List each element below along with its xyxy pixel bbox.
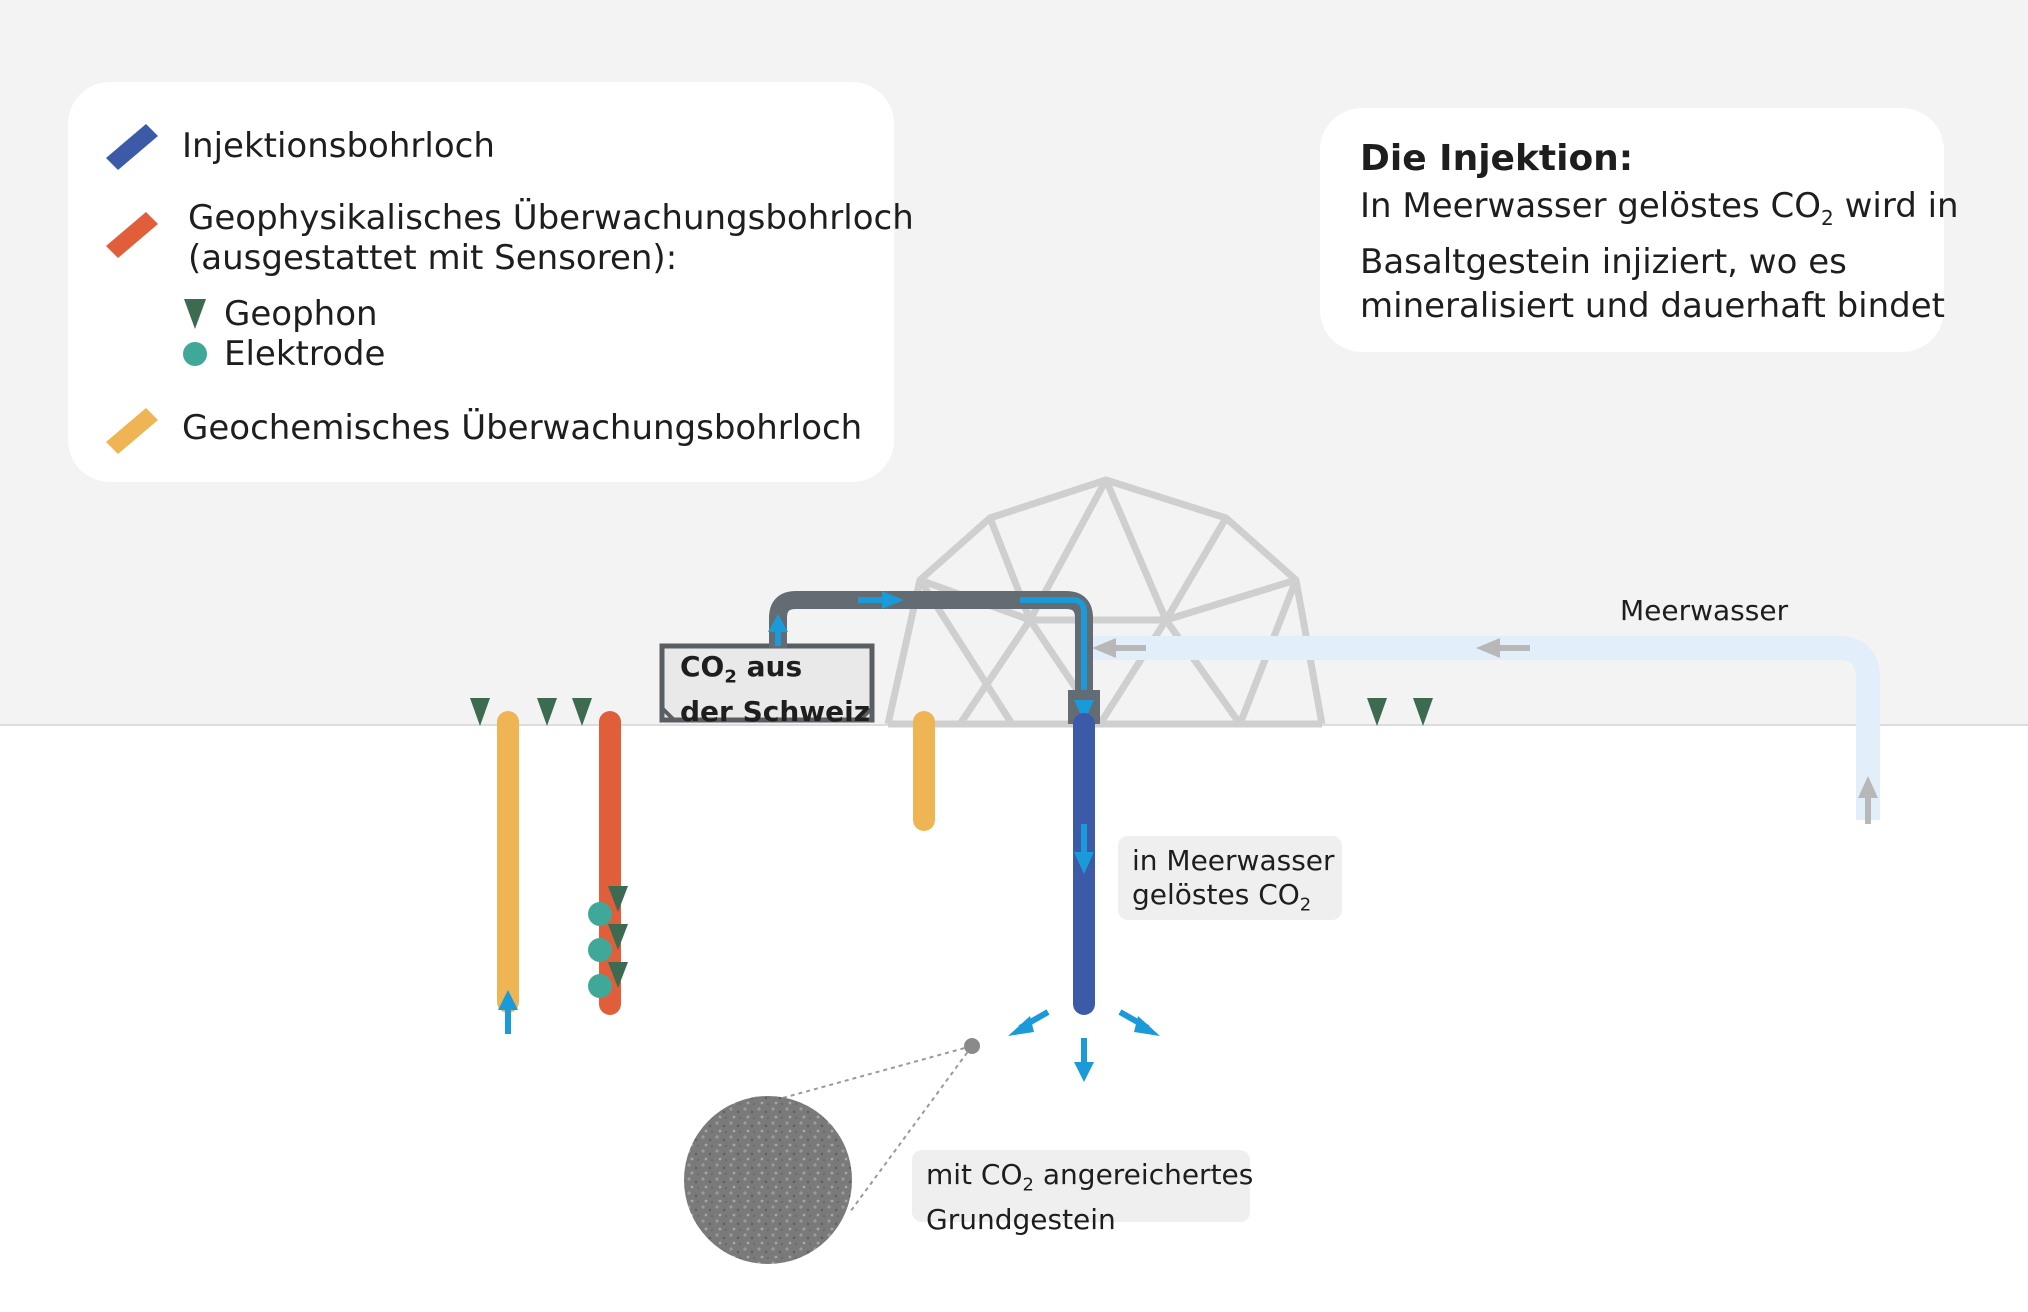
- legend-label-geophysical-well-note: (ausgestattet mit Sensoren):: [188, 238, 678, 278]
- enriched-rock-label: mit CO2 angereichertes Grundgestein: [912, 1150, 1253, 1236]
- legend-panel: Injektionsbohrloch Geophysikalisches Übe…: [68, 82, 914, 482]
- legend-label-geophysical-well: Geophysikalisches Überwachungsbohrloch: [188, 198, 914, 238]
- rock-sample: [684, 1038, 980, 1264]
- info-panel: Die Injektion: In Meerwasser gelöstes CO…: [1320, 108, 1959, 352]
- info-body: In Meerwasser gelöstes CO2 wird in Basal…: [1360, 186, 1959, 326]
- surface-geophones: [470, 698, 1433, 726]
- seawater-pipe: [1086, 636, 1880, 820]
- seawater-label: Meerwasser: [1620, 594, 1789, 627]
- legend-item-geophone: Geophon: [180, 294, 378, 334]
- geochemical-well-swatch-icon: [106, 408, 158, 454]
- legend-item-geochemical-well: Geochemisches Überwachungsbohrloch: [104, 404, 862, 460]
- info-title: Die Injektion:: [1360, 138, 1634, 179]
- geophone-icon: [180, 297, 210, 331]
- legend-label-geophone: Geophon: [224, 294, 378, 334]
- injection-well-arrow: [1074, 824, 1094, 874]
- legend-item-geophysical-well: Geophysikalisches Überwachungsbohrloch (…: [104, 198, 914, 278]
- well-sensors: [588, 886, 628, 998]
- dissolved-co2-label: in Meerwasser gelöstes CO2: [1118, 836, 1342, 920]
- seawater-arrows: [1092, 638, 1878, 824]
- legend-label-geochemical-well: Geochemisches Überwachungsbohrloch: [182, 408, 863, 448]
- electrode-icon: [180, 337, 210, 371]
- pipe-flow-arrows: [768, 591, 1094, 722]
- co2-container: [659, 643, 875, 723]
- outflow-arrows: [1008, 1009, 1160, 1082]
- injection-well-swatch-icon: [106, 124, 158, 170]
- legend-item-injection-well: Injektionsbohrloch: [104, 120, 495, 176]
- legend-label-injection-well: Injektionsbohrloch: [182, 126, 495, 166]
- co2-source-label: CO2 aus der Schweiz: [680, 650, 871, 728]
- geochemical-well-arrow: [498, 990, 518, 1034]
- geophysical-well-swatch-icon: [106, 212, 158, 258]
- legend-label-electrode: Elektrode: [224, 334, 386, 374]
- legend-item-electrode: Elektrode: [180, 334, 385, 374]
